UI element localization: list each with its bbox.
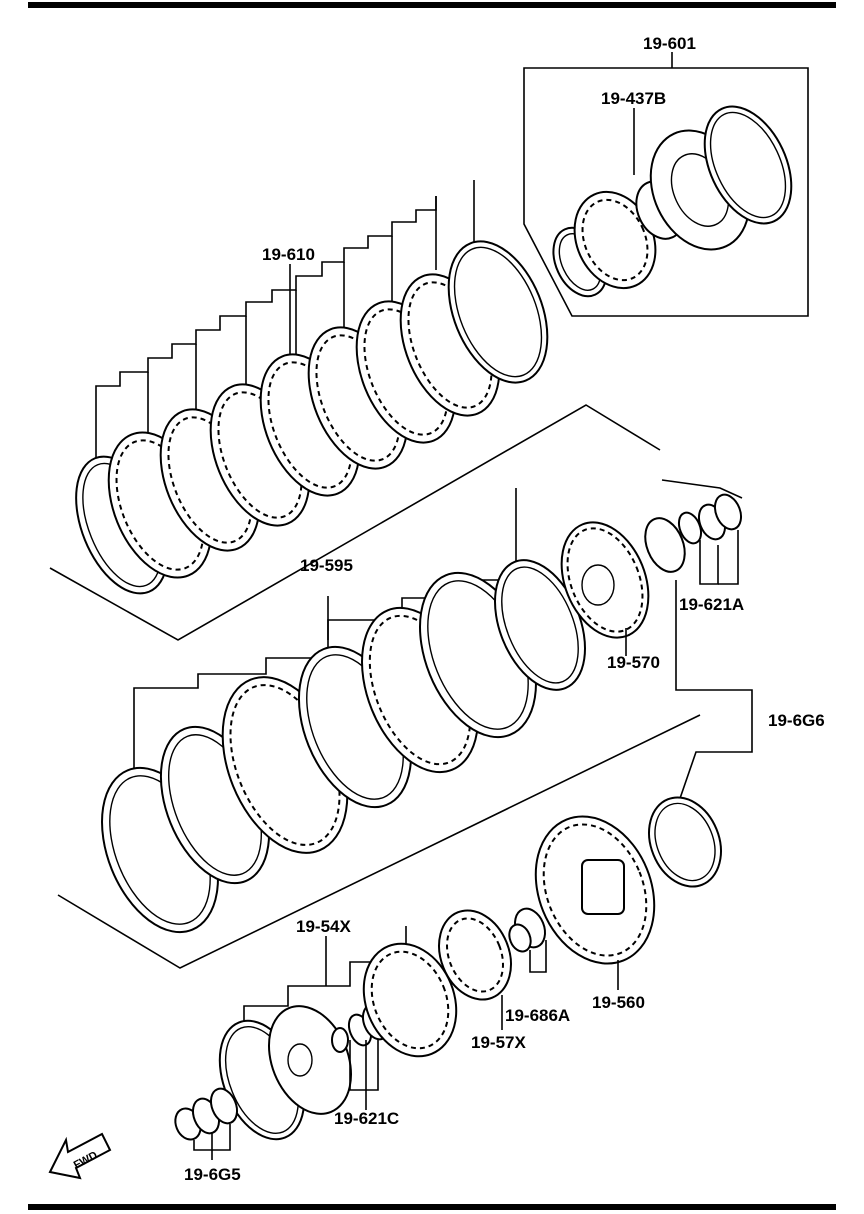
group-19-560-19-57X [438,796,722,1030]
label-19-570: 19-570 [607,653,660,672]
bottom-border-bar [28,1204,836,1210]
label-19-560: 19-560 [592,993,645,1012]
label-19-595: 19-595 [300,556,353,575]
top-border-bar [28,2,836,8]
label-19-621A: 19-621A [679,595,744,614]
label-19-601: 19-601 [643,34,696,53]
label-19-686A: 19-686A [505,1006,570,1025]
fwd-arrow-icon: FWD [48,1132,112,1180]
label-19-6G5: 19-6G5 [184,1165,241,1184]
label-19-610: 19-610 [262,245,315,264]
label-19-437B: 19-437B [601,89,666,108]
assembly-19-601 [523,52,809,317]
label-19-57X: 19-57X [471,1033,526,1052]
group-19-570-19-621A [560,479,753,811]
label-19-54X: 19-54X [296,917,351,936]
label-19-621C: 19-621C [334,1109,399,1128]
label-19-6G6: 19-6G6 [768,711,825,730]
group-19-54X [174,926,458,1160]
group-19-595 [57,488,701,969]
clutch-pack-19-610 [49,180,661,641]
